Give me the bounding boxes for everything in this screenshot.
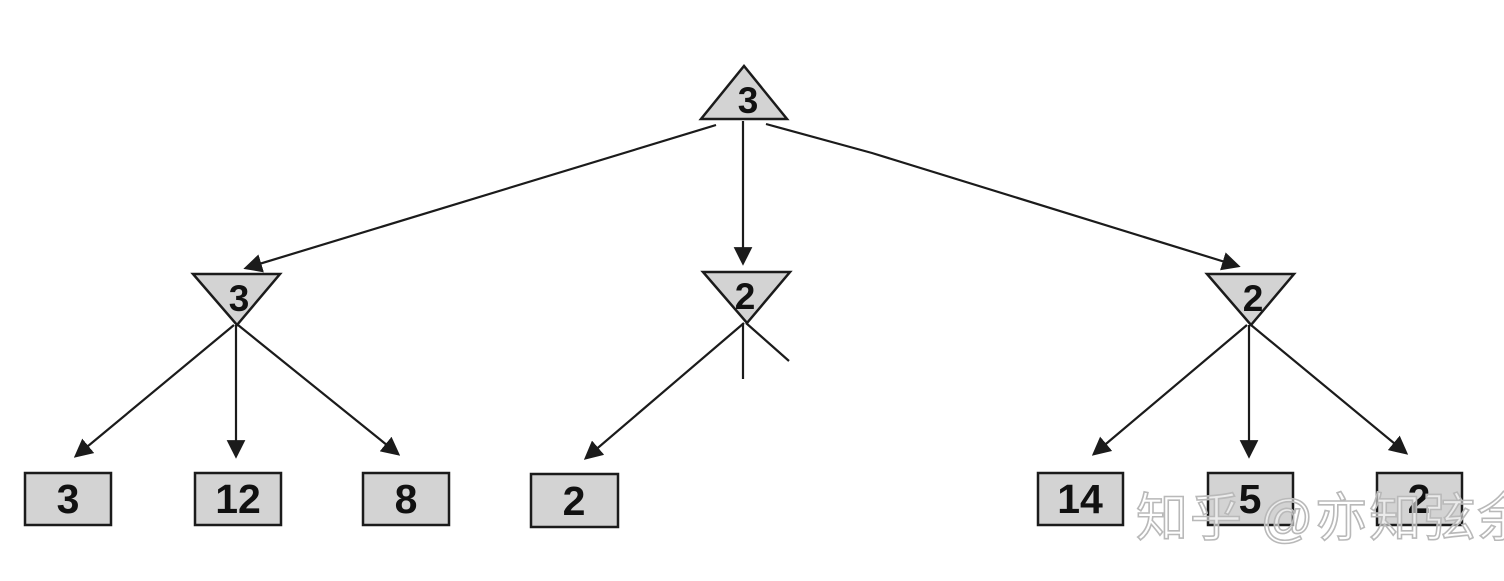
edge-root-to-min-right [765, 122, 1241, 271]
max-root-value: 3 [738, 80, 759, 121]
leaf-value: 2 [1408, 476, 1431, 522]
zhihu-watermark: 知乎 @亦知弦余 [1136, 490, 1504, 548]
leaf-value: 14 [1057, 476, 1103, 522]
pruned-branch-middle-right [745, 322, 790, 362]
min-node-right [1204, 272, 1297, 327]
leaf-value: 3 [57, 476, 80, 522]
min-node-left-value: 3 [229, 278, 250, 319]
edge-min-right-to-leaf-14 [1091, 324, 1248, 456]
leaf-value: 12 [215, 476, 261, 522]
min-node-middle [700, 270, 793, 325]
max-root-node [698, 64, 790, 121]
edge-min-middle-to-leaf-2 [583, 322, 745, 460]
leaf-box [1206, 471, 1295, 527]
leaf-value: 2 [563, 478, 586, 524]
edge-min-left-to-leaf-3 [73, 324, 235, 458]
edge-root-to-min-left [243, 123, 717, 273]
leaf-box [1375, 471, 1464, 527]
leaf-box [529, 472, 620, 529]
edge-min-left-to-leaf-8 [237, 324, 401, 456]
leaf-box [1036, 471, 1125, 527]
edge-min-right-to-leaf-2 [1250, 324, 1409, 455]
leaf-box [193, 471, 283, 527]
leaf-box [361, 471, 451, 527]
min-node-middle-value: 2 [735, 276, 756, 317]
min-node-right-value: 2 [1243, 278, 1264, 319]
leaf-box [23, 471, 113, 527]
leaf-value: 5 [1239, 476, 1262, 522]
leaf-value: 8 [395, 476, 418, 522]
min-node-left [190, 272, 283, 327]
